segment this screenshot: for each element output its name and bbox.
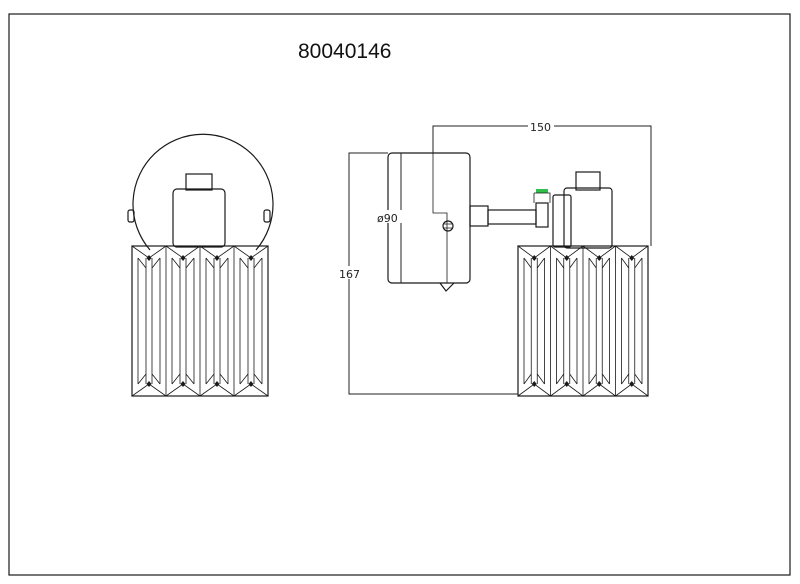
dimension-width-label: 150	[530, 121, 551, 134]
side-prism-1-top-facet	[531, 255, 537, 261]
side-prism-4-bottom-facet	[629, 381, 635, 387]
model-number: 80040146	[298, 40, 391, 63]
dimension-width: 150	[432, 119, 652, 246]
dimension-diameter: ø90	[376, 153, 404, 283]
side-joint-ring	[535, 202, 549, 228]
front-prism-4-bottom-facet	[248, 381, 254, 387]
front-prism-1	[131, 245, 167, 397]
front-prism-1-bottom-facet	[146, 381, 152, 387]
dimension-diameter-label: ø90	[377, 212, 398, 225]
front-prism-2-top-facet	[180, 255, 186, 261]
front-prism-4	[233, 245, 269, 397]
side-joint-accent	[536, 189, 548, 193]
front-prism-3-bottom-facet	[214, 381, 220, 387]
side-socket-top	[575, 171, 601, 191]
side-prism-2	[550, 245, 584, 397]
side-crystal-prisms	[517, 245, 649, 397]
front-crystal-prisms	[131, 245, 269, 397]
front-prism-2-bottom-facet	[180, 381, 186, 387]
front-prism-4-top-facet	[248, 255, 254, 261]
front-screw-right	[263, 209, 271, 223]
side-fixing-screw	[442, 220, 454, 232]
drawing-border	[8, 13, 791, 576]
front-socket-top	[185, 173, 213, 191]
dimension-height-label: 167	[339, 268, 360, 281]
side-mount-disc	[552, 194, 572, 248]
side-view	[387, 152, 649, 397]
front-backplate	[132, 133, 274, 251]
front-prism-3	[199, 245, 235, 397]
side-prism-1	[517, 245, 551, 397]
side-plate-inner-line	[432, 153, 448, 283]
side-prism-3-top-facet	[596, 255, 602, 261]
front-view	[127, 133, 274, 397]
side-arm	[487, 209, 537, 225]
side-prism-1-bottom-facet	[531, 381, 537, 387]
front-prism-2	[165, 245, 201, 397]
side-prism-4	[615, 245, 649, 397]
side-arm-collar	[469, 205, 489, 227]
front-prism-1-top-facet	[146, 255, 152, 261]
side-bottom-knob	[439, 282, 455, 292]
side-prism-3-bottom-facet	[596, 381, 602, 387]
side-prism-2-bottom-facet	[564, 381, 570, 387]
side-prism-3	[582, 245, 616, 397]
front-socket-body	[172, 188, 226, 248]
side-prism-2-top-facet	[564, 255, 570, 261]
side-socket-body	[563, 187, 613, 249]
dimension-height: 167	[338, 152, 518, 395]
side-prism-4-top-facet	[629, 255, 635, 261]
front-prism-3-top-facet	[214, 255, 220, 261]
front-screw-left	[127, 209, 135, 223]
